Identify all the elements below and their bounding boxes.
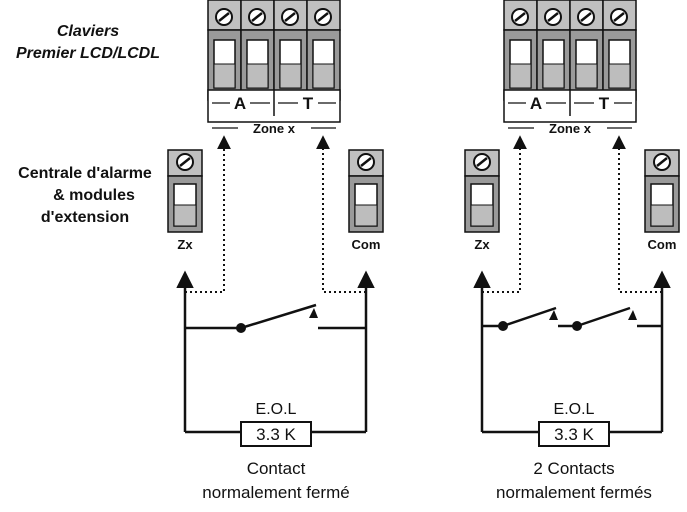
screw-icon [609, 7, 629, 27]
zone-label: Zone x [253, 121, 296, 136]
panel-terminal-com: Com [348, 149, 384, 252]
screw-icon [510, 7, 530, 27]
screw-icon [543, 7, 563, 27]
screw-icon [247, 7, 267, 27]
panel-label-line1: Centrale d'alarme [18, 165, 152, 182]
right-diagram: A T Zone x Zx Com 3.3 K [464, 0, 680, 502]
terminal-t-label: T [303, 94, 314, 113]
left-diagram: A T Zone x Zx Com 3.3 K E. [167, 0, 384, 502]
terminal-a-label: A [234, 94, 246, 113]
eol-resistor [240, 421, 312, 447]
panel-label-line3: d'extension [41, 209, 129, 226]
eol-label: E.O.L [256, 401, 297, 418]
right-caption-line1: 2 Contacts [533, 459, 614, 478]
screw-icon [280, 7, 300, 27]
terminal-zx-label: Zx [177, 237, 193, 252]
resistor-value: 3.3 K [256, 425, 296, 444]
keypad-label-line2: Premier LCD/LCDL [16, 45, 160, 62]
eol-resistor [538, 421, 610, 447]
keypad-terminal-block: A T Zone x [207, 0, 341, 136]
left-caption-line2: normalement fermé [202, 483, 349, 502]
terminal-com-label: Com [648, 237, 677, 252]
eol-label: E.O.L [554, 401, 595, 418]
right-caption-line2: normalement fermés [496, 483, 652, 502]
screw-icon [576, 7, 596, 27]
terminal-zx-label: Zx [474, 237, 490, 252]
screw-icon [214, 7, 234, 27]
terminal-t-label: T [599, 94, 610, 113]
terminal-com-label: Com [352, 237, 381, 252]
left-caption-line1: Contact [247, 459, 306, 478]
zone-label: Zone x [549, 121, 592, 136]
terminal-a-label: A [530, 94, 542, 113]
screw-icon [313, 7, 333, 27]
panel-label-line2: & modules [53, 187, 135, 204]
panel-terminal-zx: Zx [464, 149, 500, 252]
panel-terminal-com: Com [644, 149, 680, 252]
keypad-label-line1: Claviers [57, 23, 119, 40]
resistor-value: 3.3 K [554, 425, 594, 444]
keypad-terminal-block: A T Zone x [503, 0, 637, 136]
panel-terminal-zx: Zx [167, 149, 203, 252]
